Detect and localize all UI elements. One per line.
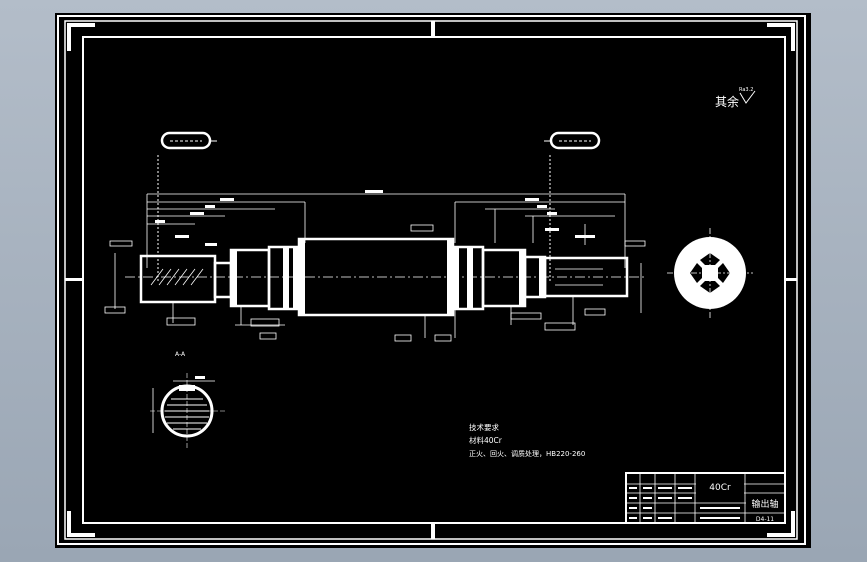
tech-req-line2: 正火、回火、调质处理，HB220-260 [469,449,585,458]
title-block: 40Cr 输出轴 D4-11 [625,472,786,524]
material-label: 40Cr [709,483,731,493]
bottom-callouts [104,253,642,342]
tech-req-title: 技术要求 [469,422,499,432]
section-aa: A-A [150,351,225,449]
roughness-note-text: 其余 [715,94,739,109]
roughness-value: Ra3.2 [739,87,753,93]
keyway-views [157,131,601,283]
technical-requirements: 技术要求 材料40Cr 正火、回火、调质处理，HB220-260 [469,422,585,458]
section-label: A-A [175,351,186,358]
top-dimensions [146,193,626,268]
corner-marks [65,21,797,539]
roughness-note: 其余 Ra3.2 [715,87,756,109]
cad-viewport[interactable]: 其余 Ra3.2 [55,13,811,548]
part-name: 输出轴 [751,498,778,510]
tech-req-line1: 材料40Cr [469,435,503,445]
outer-sheet-border [57,15,806,545]
right-section-view [667,228,753,318]
keyway-hatch [150,268,603,286]
drawing-number: D4-11 [756,516,774,523]
dimension-ticks [109,190,646,247]
shaft-drawing: 其余 Ra3.2 [57,15,806,545]
